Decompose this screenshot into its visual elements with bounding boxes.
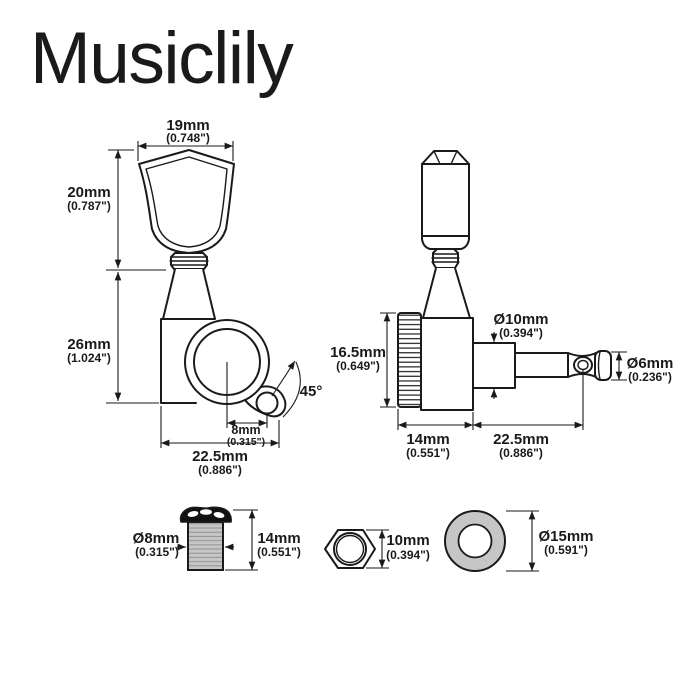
- angle-leader-line: [271, 360, 296, 397]
- dim-inch: (0.551"): [406, 446, 450, 460]
- dim-tab-angle-label: 45°: [300, 383, 323, 400]
- dim-bushing-diameter: Ø8mm (0.315"): [133, 530, 234, 559]
- dim-ext: [137, 141, 234, 161]
- dim-mm: Ø15mm: [538, 528, 593, 545]
- button-body-side: [421, 163, 470, 237]
- button-collar-rings-front: [169, 256, 209, 266]
- dim-ext: [506, 510, 539, 572]
- dim-ext: [366, 529, 389, 569]
- front-view: 45° 19mm (0.748") 20mm (0.787") 26mm: [67, 117, 322, 477]
- dim-mm: 19mm: [166, 117, 209, 134]
- tuner-button-front-inner-line: [145, 156, 228, 248]
- dim-mm: Ø10mm: [493, 311, 548, 328]
- gear-housing-side: [420, 317, 474, 411]
- dim-mm: Ø8mm: [133, 530, 180, 547]
- side-view: 16.5mm (0.649") Ø10mm (0.394") Ø6mm (0.2…: [330, 150, 674, 460]
- dim-tab-angle: 45°: [271, 360, 323, 418]
- dim-ext: [380, 312, 396, 408]
- dim-mm: 8mm: [231, 423, 260, 437]
- dim-inch: (0.236"): [628, 370, 672, 384]
- button-cap-facets: [433, 150, 458, 165]
- dim-inch: (0.315"): [227, 436, 265, 448]
- button-collar-rings-side: [431, 253, 460, 263]
- dim-mm: 14mm: [406, 431, 449, 448]
- hex-nut-ring-outer: [333, 532, 367, 566]
- washer-part: Ø15mm (0.591"): [444, 510, 594, 572]
- brand-logo: Musiclily: [30, 18, 294, 99]
- screw-hole: [255, 391, 279, 415]
- dim-front-body-height: 26mm (1.024"): [67, 272, 159, 404]
- knurled-gear-cover: [397, 312, 422, 408]
- dim-nut-size: 10mm (0.394"): [366, 529, 430, 569]
- bushing-cylinder-side: [472, 342, 516, 389]
- dim-inch: (0.315"): [135, 545, 179, 559]
- dim-inch: (0.649"): [336, 359, 380, 373]
- dim-side-housing-height: 16.5mm (0.649"): [330, 312, 396, 408]
- dim-ext: [106, 149, 166, 271]
- bushing-head-highlight-right: [213, 512, 225, 518]
- dim-inch: (0.886"): [499, 446, 543, 460]
- dim-mm: 20mm: [67, 184, 110, 201]
- dim-front-button-height: 20mm (0.787"): [67, 149, 166, 271]
- button-shaft-side: [422, 267, 471, 319]
- dim-ext: [397, 369, 584, 430]
- button-cap-side: [421, 150, 470, 165]
- dim-inch: (1.024"): [67, 351, 111, 365]
- dim-front-button-width: 19mm (0.748"): [137, 117, 234, 161]
- dim-washer-diameter: Ø15mm (0.591"): [506, 510, 594, 572]
- dim-inch: (0.787"): [67, 199, 111, 213]
- dim-inch: (0.394"): [499, 326, 543, 340]
- string-post-end-cap: [594, 350, 612, 381]
- dim-inch: (0.394"): [386, 548, 430, 562]
- dim-mm: Ø6mm: [627, 355, 674, 372]
- button-shoulder-side: [421, 235, 470, 250]
- hex-nut-ring-inner: [335, 534, 365, 564]
- washer-inner: [457, 523, 493, 559]
- dim-inch: (0.886"): [198, 463, 242, 477]
- dim-mm: 22.5mm: [192, 448, 248, 465]
- string-post-cap-curve: [597, 351, 601, 380]
- dim-side-post-length: 22.5mm (0.886"): [473, 421, 583, 460]
- dim-bushing-height: 14mm (0.551"): [225, 509, 301, 571]
- angle-arc: [282, 361, 301, 418]
- dim-front-body-width: 22.5mm (0.886"): [160, 406, 279, 477]
- dim-front-screw-offset: 8mm (0.315"): [227, 419, 267, 448]
- dim-mm: 22.5mm: [493, 431, 549, 448]
- bushing-part: Ø8mm (0.315") 14mm (0.551"): [133, 506, 301, 571]
- dim-inch: (0.551"): [257, 545, 301, 559]
- bushing-head-highlight-left: [187, 511, 199, 517]
- gear-housing-front: [160, 318, 214, 404]
- dim-side-bushing-diameter: Ø10mm (0.394"): [490, 311, 549, 399]
- bushing-head-highlight-center: [200, 509, 212, 515]
- string-post-shaft: [514, 352, 569, 378]
- dim-inch: (0.591"): [544, 543, 588, 557]
- dim-mm: 26mm: [67, 336, 110, 353]
- dim-mm: 10mm: [386, 532, 429, 549]
- dim-mm: 14mm: [257, 530, 300, 547]
- button-shaft-front: [162, 268, 216, 320]
- dim-mm: 16.5mm: [330, 344, 386, 361]
- dim-side-housing-depth: 14mm (0.551"): [397, 369, 584, 460]
- bushing-threaded-barrel: [187, 521, 224, 571]
- dim-side-post-diameter: Ø6mm (0.236"): [611, 351, 674, 384]
- dim-inch: (0.748"): [166, 131, 210, 145]
- hex-nut-part: 10mm (0.394"): [324, 529, 430, 569]
